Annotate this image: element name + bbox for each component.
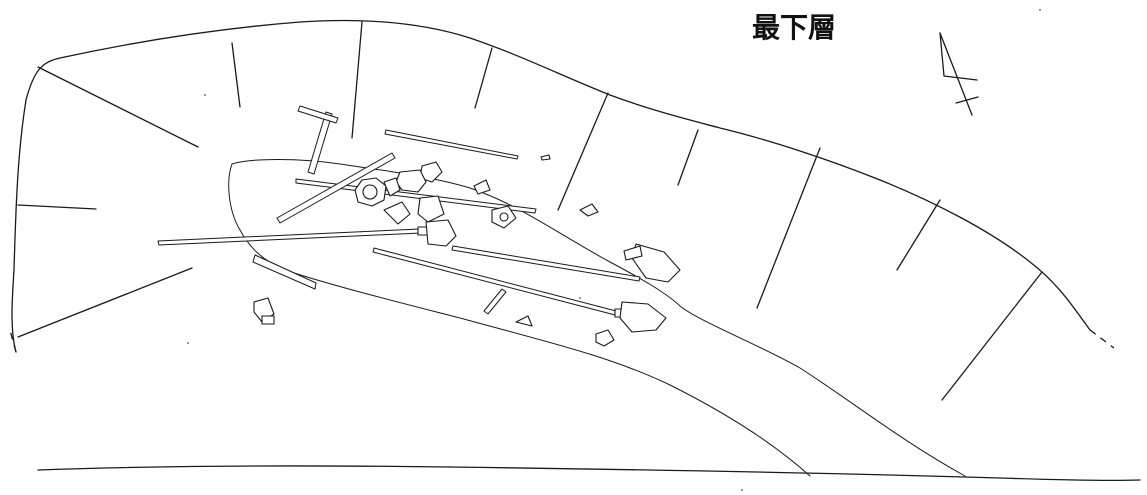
pit-outline-dashed-right — [1089, 329, 1115, 349]
ground-surface-line — [37, 465, 1141, 482]
pole-7 — [252, 254, 317, 290]
pit-floor-outline-lower — [228, 163, 811, 477]
soil-specks — [187, 9, 1041, 491]
pit-outline — [11, 19, 1091, 353]
artifact-cluster — [354, 161, 517, 247]
pole-4 — [276, 152, 396, 224]
pole-9 — [297, 105, 339, 124]
fragments — [253, 154, 681, 347]
layer-title: 最下層 — [752, 11, 836, 44]
pole-6 — [372, 247, 621, 317]
north-arrow-icon — [939, 32, 979, 116]
pole-10 — [483, 288, 507, 315]
pole-3 — [295, 178, 537, 214]
pole-8 — [307, 111, 333, 175]
pit-outline-dashed-left — [9, 329, 17, 353]
pole-2 — [384, 129, 519, 160]
section-lines — [17, 21, 1043, 401]
pole-1 — [157, 228, 422, 246]
pit-floor-outline — [231, 159, 966, 477]
pole-5 — [451, 245, 641, 282]
